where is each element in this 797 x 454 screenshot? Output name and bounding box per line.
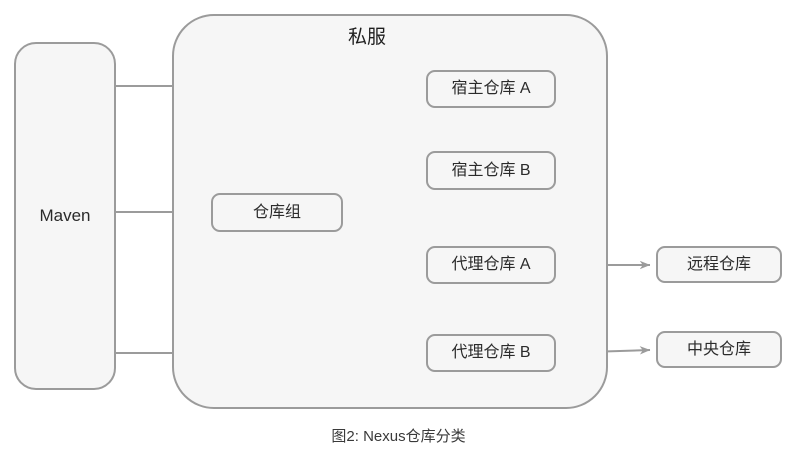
node-hosted-repo-b[interactable]: 宿主仓库 B [426, 151, 556, 190]
node-central-repo[interactable]: 中央仓库 [656, 331, 782, 368]
node-remote-repo[interactable]: 远程仓库 [656, 246, 782, 283]
node-label-repository-group: 仓库组 [252, 203, 301, 221]
node-proxy-repo-a[interactable]: 代理仓库 A [426, 246, 556, 284]
node-proxy-repo-b[interactable]: 代理仓库 B [426, 334, 556, 372]
node-label-maven: Maven [39, 205, 91, 225]
node-label-hosted-repo-a: 宿主仓库 A [451, 80, 531, 98]
node-label-remote-repo: 远程仓库 [686, 255, 751, 273]
figure-caption: 图2: Nexus仓库分类 [331, 428, 466, 445]
node-hosted-repo-a[interactable]: 宿主仓库 A [426, 70, 556, 108]
node-maven[interactable]: Maven [14, 42, 116, 390]
node-label-central-repo: 中央仓库 [686, 340, 751, 358]
node-label-proxy-repo-b: 代理仓库 B [451, 344, 531, 362]
node-label-proxy-repo-a: 代理仓库 A [451, 256, 531, 274]
node-repository-group[interactable]: 仓库组 [211, 193, 343, 232]
node-label-hosted-repo-b: 宿主仓库 B [451, 161, 531, 179]
group-title-private-server: 私服 [348, 27, 387, 48]
